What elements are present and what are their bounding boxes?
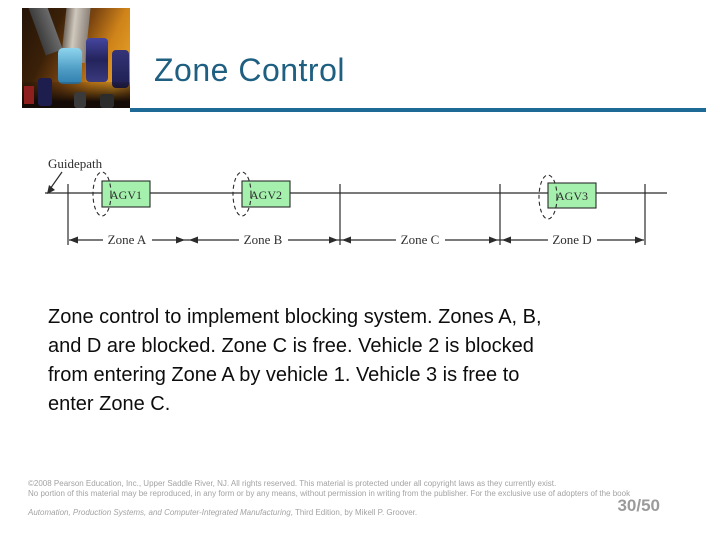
zone-d-label: Zone D <box>552 232 591 247</box>
capacitor-navy <box>38 78 52 106</box>
agv1-sensor-ellipse <box>92 171 112 217</box>
book-title-italic: Automation, Production Systems, and Comp… <box>28 508 291 517</box>
circuit-board-photo <box>22 8 130 108</box>
agv1-label: AGV1 <box>110 188 142 202</box>
capacitor-dark-blue-1 <box>86 38 108 82</box>
zone-b-label-bg <box>239 232 288 247</box>
title-underline <box>130 108 706 112</box>
capacitor-dark-blue-2 <box>112 50 129 88</box>
body-text: Zone control to implement blocking syste… <box>48 303 678 419</box>
copyright-line-1: ©2008 Pearson Education, Inc., Upper Sad… <box>28 479 557 488</box>
component-cylinder-2 <box>100 94 114 108</box>
guidepath-arrow-line <box>49 171 63 190</box>
book-reference: Automation, Production Systems, and Comp… <box>28 508 417 517</box>
vehicle-agv2: AGV2 <box>232 171 291 217</box>
zone-a-label: Zone A <box>108 232 147 247</box>
page-number: 30/50 <box>617 496 660 515</box>
zone-boundaries <box>67 184 646 245</box>
arrow-d-left <box>502 236 511 244</box>
body-line: enter Zone C. <box>48 393 171 415</box>
copyright-line-2: No portion of this material may be repro… <box>28 489 631 498</box>
body-line: Zone control to implement blocking syste… <box>48 306 542 328</box>
agv-zone-diagram: Guidepath AGV1 AGV2 AGV3 <box>45 156 667 247</box>
robot-arm-shape <box>27 8 63 56</box>
zone-labels: Zone A Zone B Zone C Zone D <box>103 232 597 247</box>
agv2-label: AGV2 <box>250 188 282 202</box>
body-line: and D are blocked. Zone C is free. Vehic… <box>48 335 534 357</box>
arrow-a-left <box>69 236 78 244</box>
agv2-sensor-ellipse <box>232 171 252 217</box>
arrow-b-left <box>189 236 198 244</box>
vehicle-agv3: AGV3 <box>538 174 597 220</box>
component-cylinder-1 <box>74 92 86 108</box>
capacitor-light-blue <box>58 48 82 84</box>
guidepath-label: Guidepath <box>48 156 103 171</box>
arrow-c-left <box>342 236 351 244</box>
arrow-a-right <box>176 236 185 244</box>
vehicle-agv1: AGV1 <box>92 171 151 217</box>
slide-title: Zone Control <box>154 52 345 88</box>
arrow-c-right <box>489 236 498 244</box>
zone-b-label: Zone B <box>244 232 283 247</box>
zone-c-label: Zone C <box>401 232 440 247</box>
arrow-b-right <box>329 236 338 244</box>
zone-a-label-bg <box>103 232 152 247</box>
zone-c-label-bg <box>396 232 445 247</box>
capacitor-red <box>24 86 34 104</box>
guidepath-arrowhead <box>47 185 55 194</box>
arrow-d-right <box>635 236 644 244</box>
book-reference-suffix: , Third Edition, by Mikell P. Groover. <box>290 508 418 517</box>
body-line: from entering Zone A by vehicle 1. Vehic… <box>48 364 520 386</box>
zone-d-label-bg <box>548 232 597 247</box>
agv3-label: AGV3 <box>556 189 588 203</box>
dimension-arrowheads <box>69 236 644 244</box>
agv3-sensor-ellipse <box>538 174 558 220</box>
